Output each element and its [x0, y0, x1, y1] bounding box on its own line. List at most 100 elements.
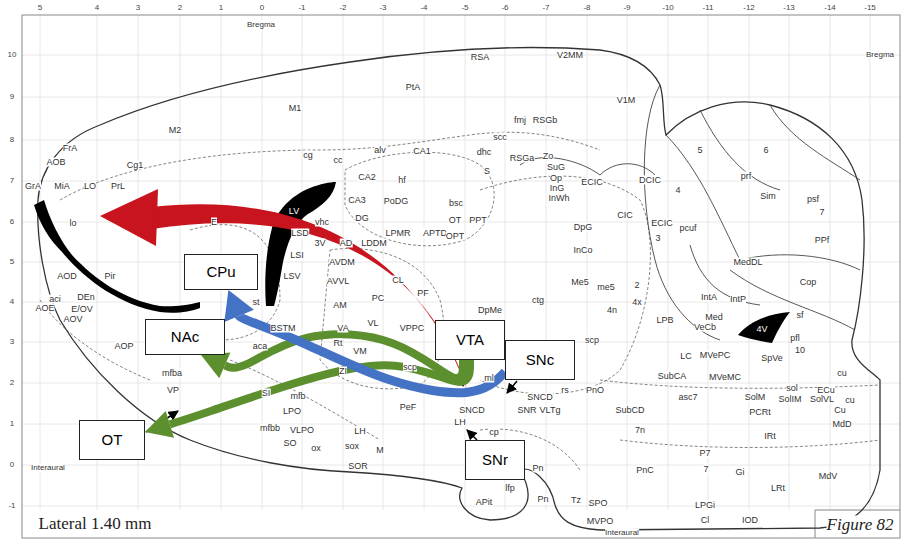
axis-number: 3 — [10, 338, 14, 346]
structure-label: SNc — [526, 351, 554, 369]
region-label: LV — [289, 207, 299, 216]
region-label: 7 — [819, 208, 824, 217]
callout-box: SNc — [505, 340, 575, 380]
region-label: DEn — [77, 293, 95, 302]
region-label: sol — [786, 384, 798, 393]
lateral-ventricle — [265, 182, 336, 306]
region-label: cu — [837, 369, 847, 378]
region-label: IOD — [742, 516, 758, 525]
callout-box: SNr — [465, 440, 525, 480]
region-label: Me5 — [571, 278, 589, 287]
fourth-ventricle — [738, 312, 790, 343]
region-label: CA3 — [348, 196, 366, 205]
axis-number: 4 — [95, 4, 99, 12]
region-label: AVDM — [329, 258, 354, 267]
region-label: APit — [476, 498, 493, 507]
region-label: RSGb — [533, 116, 558, 125]
region-label: 4n — [607, 306, 617, 315]
region-label: pfl — [790, 334, 800, 343]
region-label: E — [211, 218, 217, 227]
axis-number: -13 — [783, 4, 795, 12]
region-label: Pn — [532, 464, 543, 473]
region-label: scp — [403, 363, 417, 372]
region-label: VA — [337, 324, 348, 333]
region-label: IRt — [764, 432, 776, 441]
region-label: SubCA — [658, 372, 687, 381]
region-label: CL — [392, 276, 404, 285]
region-label: PnC — [636, 466, 654, 475]
axis-number: -7 — [542, 4, 549, 12]
region-label: DpMe — [478, 306, 502, 315]
region-label: LO — [84, 182, 96, 191]
axis-number: 5 — [38, 4, 42, 12]
region-label: VLPO — [290, 426, 314, 435]
region-label: Med — [705, 313, 723, 322]
region-label: LDDM — [361, 239, 387, 248]
region-label: Pn — [537, 495, 548, 504]
region-label: dhc — [477, 148, 492, 157]
region-label: LH — [354, 427, 366, 436]
brain-outline — [38, 48, 880, 530]
reference-label: Bregma — [247, 21, 275, 29]
region-label: DpG — [574, 223, 593, 232]
region-label: APTD — [423, 229, 447, 238]
region-label: BSTM — [270, 324, 295, 333]
region-label: ECIC — [581, 178, 603, 187]
region-label: sox — [345, 442, 359, 451]
reference-label: Interaural — [605, 529, 639, 537]
region-label: 6 — [763, 146, 768, 155]
axis-number: 5 — [10, 258, 14, 266]
region-label: lfp — [505, 484, 515, 493]
axis-number: -10 — [662, 4, 674, 12]
region-label: V1M — [617, 96, 636, 105]
region-label: 4V — [756, 325, 767, 334]
region-label: VLTg — [540, 406, 561, 415]
region-label: LPO — [283, 407, 301, 416]
region-label: hf — [398, 176, 406, 185]
axis-number: -9 — [623, 4, 630, 12]
region-label: me5 — [597, 283, 615, 292]
region-label: cp — [489, 428, 499, 437]
reference-label: Interaural — [31, 464, 65, 472]
region-label: SolM — [745, 393, 766, 402]
region-label: AOE — [35, 304, 54, 313]
axis-number: 1 — [219, 4, 223, 12]
region-label: MVePC — [700, 351, 731, 360]
axis-number: -1 — [298, 4, 305, 12]
region-label: SOR — [348, 462, 368, 471]
region-label: rs — [561, 386, 569, 395]
region-label: AOV — [63, 315, 82, 324]
region-label: IntP — [730, 295, 746, 304]
region-label: Cg1 — [127, 161, 144, 170]
region-label: AVVL — [327, 277, 349, 286]
region-label: fmj — [514, 116, 526, 125]
region-label: Op — [550, 174, 562, 183]
region-label: ZI — [339, 367, 347, 376]
region-label: InCo — [573, 246, 592, 255]
callout-box: NAc — [145, 319, 225, 355]
region-label: SolIM — [778, 395, 801, 404]
region-label: LPMR — [385, 229, 410, 238]
region-label: MdD — [832, 420, 851, 429]
figure-number: Figure 82 — [827, 516, 894, 533]
arrowhead — [224, 290, 254, 322]
region-label: aca — [253, 342, 268, 351]
region-label: PF — [417, 289, 429, 298]
axis-number: -12 — [743, 4, 755, 12]
axis-number: 3 — [136, 4, 140, 12]
structure-label: OT — [102, 431, 123, 449]
region-label: SPO — [588, 499, 607, 508]
dopamine-pathway-arrow — [145, 360, 470, 438]
section-label: Lateral 1.40 mm — [39, 515, 152, 532]
region-label: AOP — [114, 342, 133, 351]
region-label: ECIC — [651, 219, 673, 228]
region-label: Pir — [105, 272, 116, 281]
region-label: st — [252, 298, 259, 307]
region-label: alv — [374, 146, 386, 155]
region-label: SNCD — [459, 406, 485, 415]
region-label: AD — [340, 239, 353, 248]
region-label: DCIC — [639, 176, 661, 185]
axis-number: -3 — [379, 4, 386, 12]
region-label: asc7 — [678, 393, 697, 402]
